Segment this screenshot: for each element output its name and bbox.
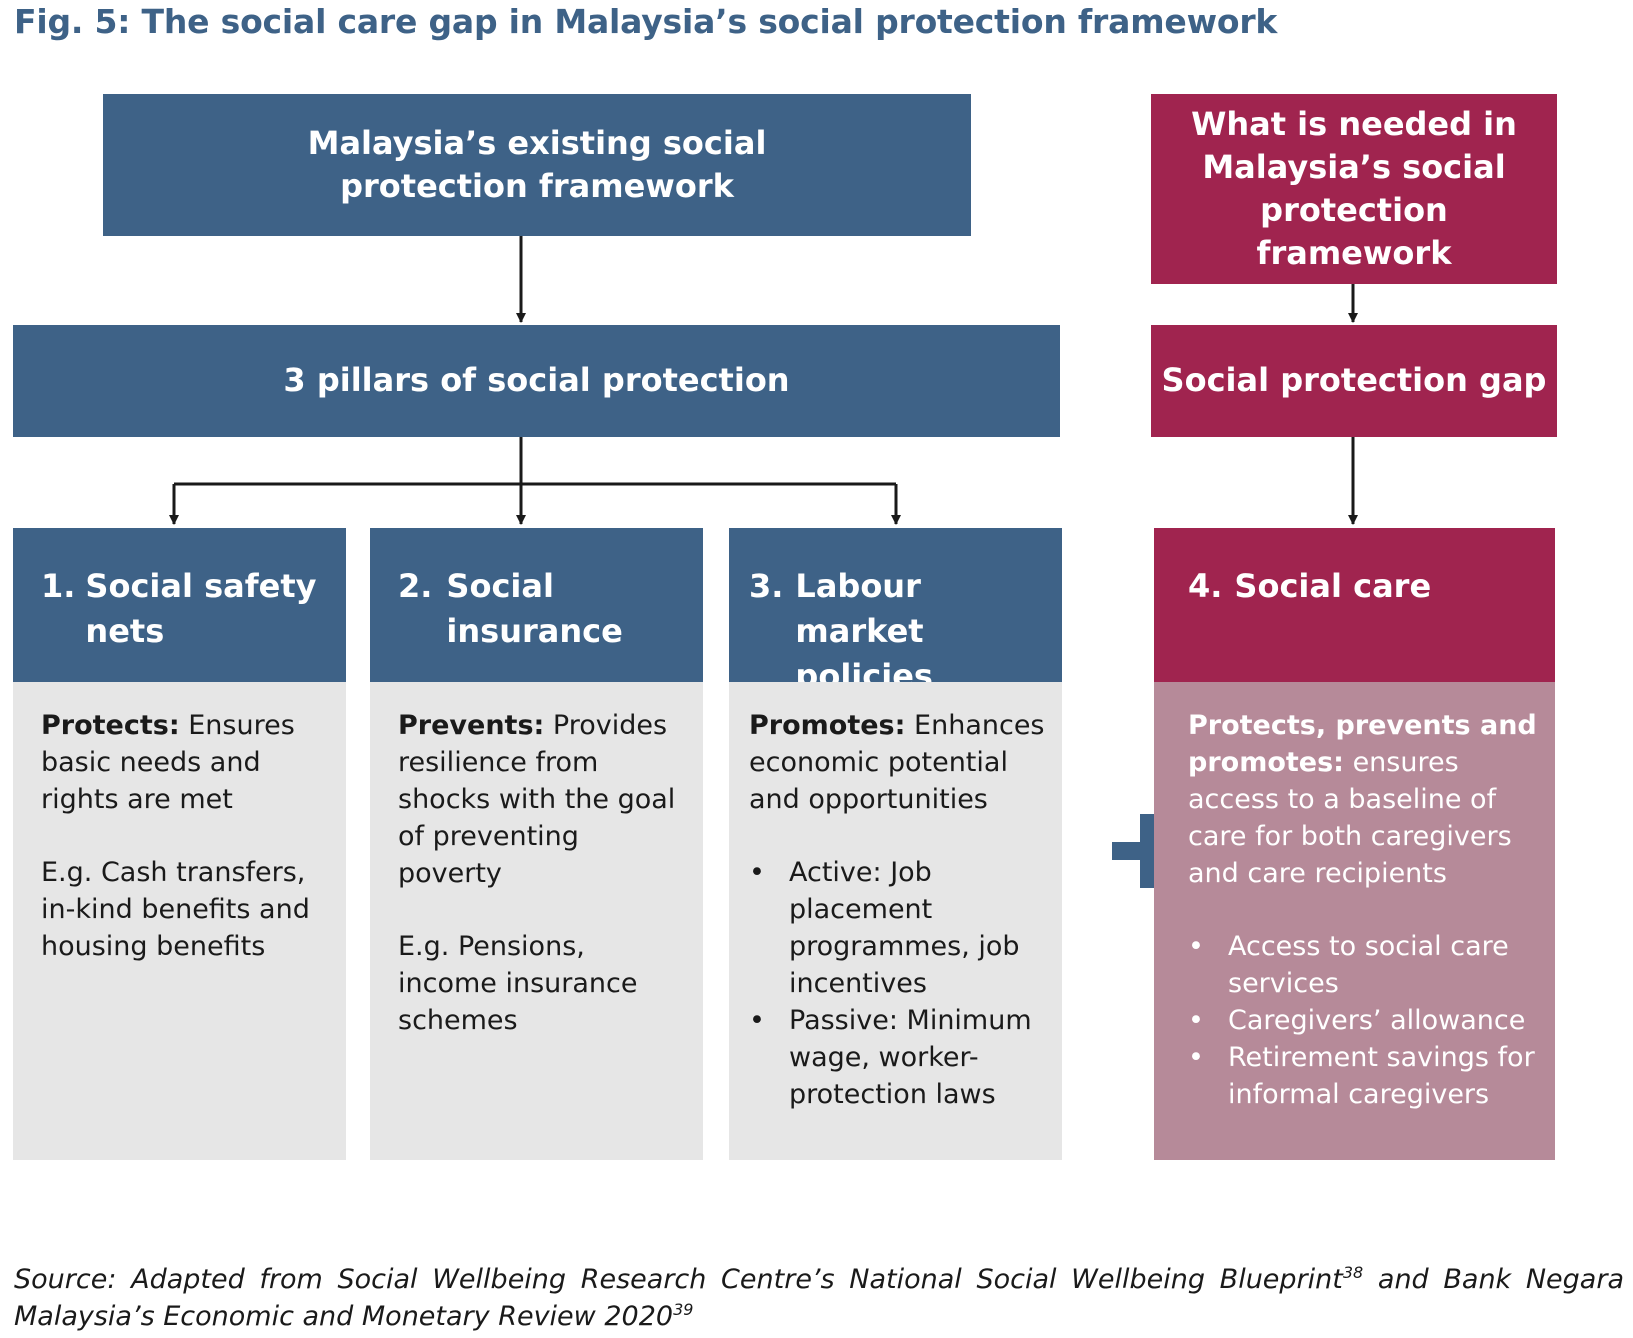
pillar-2-heading: Social insurance [446,567,623,650]
pillar-3-bullets: •Active: Job placement programmes, job i… [749,855,1048,1114]
pillar-2-number: 2. [398,567,433,605]
pillar-1-desc: Ensures basic needs and rights are met [41,710,295,815]
gap-box: Social protection gap [1151,325,1557,437]
pillar-3-number: 3. [749,567,784,605]
source-ref-1: 38 [1342,1263,1364,1282]
pillar-2-header: 2. Social insurance [370,528,703,682]
pillar-4-header: 4. Social care [1154,528,1555,682]
pillar-1-example: E.g. Cash transfers, in-kind benefits an… [41,856,310,962]
list-item: •Access to social care services [1188,930,1509,999]
pillar-1-header: 1. Social safety nets [13,528,346,682]
list-item: •Active: Job placement programmes, job i… [749,856,1020,999]
pillar-3-header: 3. Labour market policies [729,528,1062,695]
pillars-label: 3 pillars of social protection [283,361,790,400]
existing-framework-box: Malaysia’s existing social protection fr… [103,94,971,236]
pillar-3-heading: Labour market policies [795,567,933,695]
needed-framework-label: What is needed in Malaysia’s social prot… [1191,104,1517,273]
figure-title: Fig. 5: The social care gap in Malaysia’… [14,2,1278,41]
source-note: Source: Adapted from Social Wellbeing Re… [14,1262,1624,1336]
pillar-1-body: Protects: Ensures basic needs and rights… [13,682,346,1160]
pillar-2-desc: Provides resilience from shocks with the… [398,710,676,889]
pillar-4-desc: ensures access to a baseline of care for… [1188,746,1512,889]
source-text-2: and Bank Negara Malaysia’s Economic and … [14,1264,1625,1332]
existing-framework-label: Malaysia’s existing social protection fr… [307,123,767,205]
pillar-1-lead: Protects: [41,710,180,741]
pillar-4-lead: Protects, prevents and promotes: [1188,710,1537,778]
pillars-box: 3 pillars of social protection [13,325,1060,437]
pillar-3-body: Promotes: Enhances economic potential an… [729,682,1062,1160]
source-ref-2: 39 [673,1299,694,1319]
list-item: •Passive: Minimum wage, worker-protectio… [749,1004,1032,1110]
pillar-4-heading: Social care [1234,567,1432,605]
pillar-2-lead: Prevents: [398,710,545,741]
source-text-1: Source: Adapted from Social Wellbeing Re… [14,1264,1343,1295]
pillar-3-lead: Promotes: [749,710,906,741]
pillar-2-example: E.g. Pensions, income insurance schemes [398,930,638,1036]
needed-framework-box: What is needed in Malaysia’s social prot… [1151,94,1557,284]
pillar-4-bullets: •Access to social care services •Caregiv… [1188,929,1541,1114]
pillar-4-number: 4. [1188,567,1223,605]
pillar-3-desc: Enhances economic potential and opportun… [749,710,1045,815]
pillar-1-number: 1. [41,567,76,605]
pillar-2-body: Prevents: Provides resilience from shock… [370,682,703,1160]
pillar-1-heading: Social safety nets [85,567,317,650]
list-item: •Caregivers’ allowance [1188,1004,1526,1036]
pillar-4-body: Protects, prevents and promotes: ensures… [1154,682,1555,1160]
list-item: •Retirement savings for informal caregiv… [1188,1041,1535,1110]
gap-label: Social protection gap [1161,361,1547,400]
